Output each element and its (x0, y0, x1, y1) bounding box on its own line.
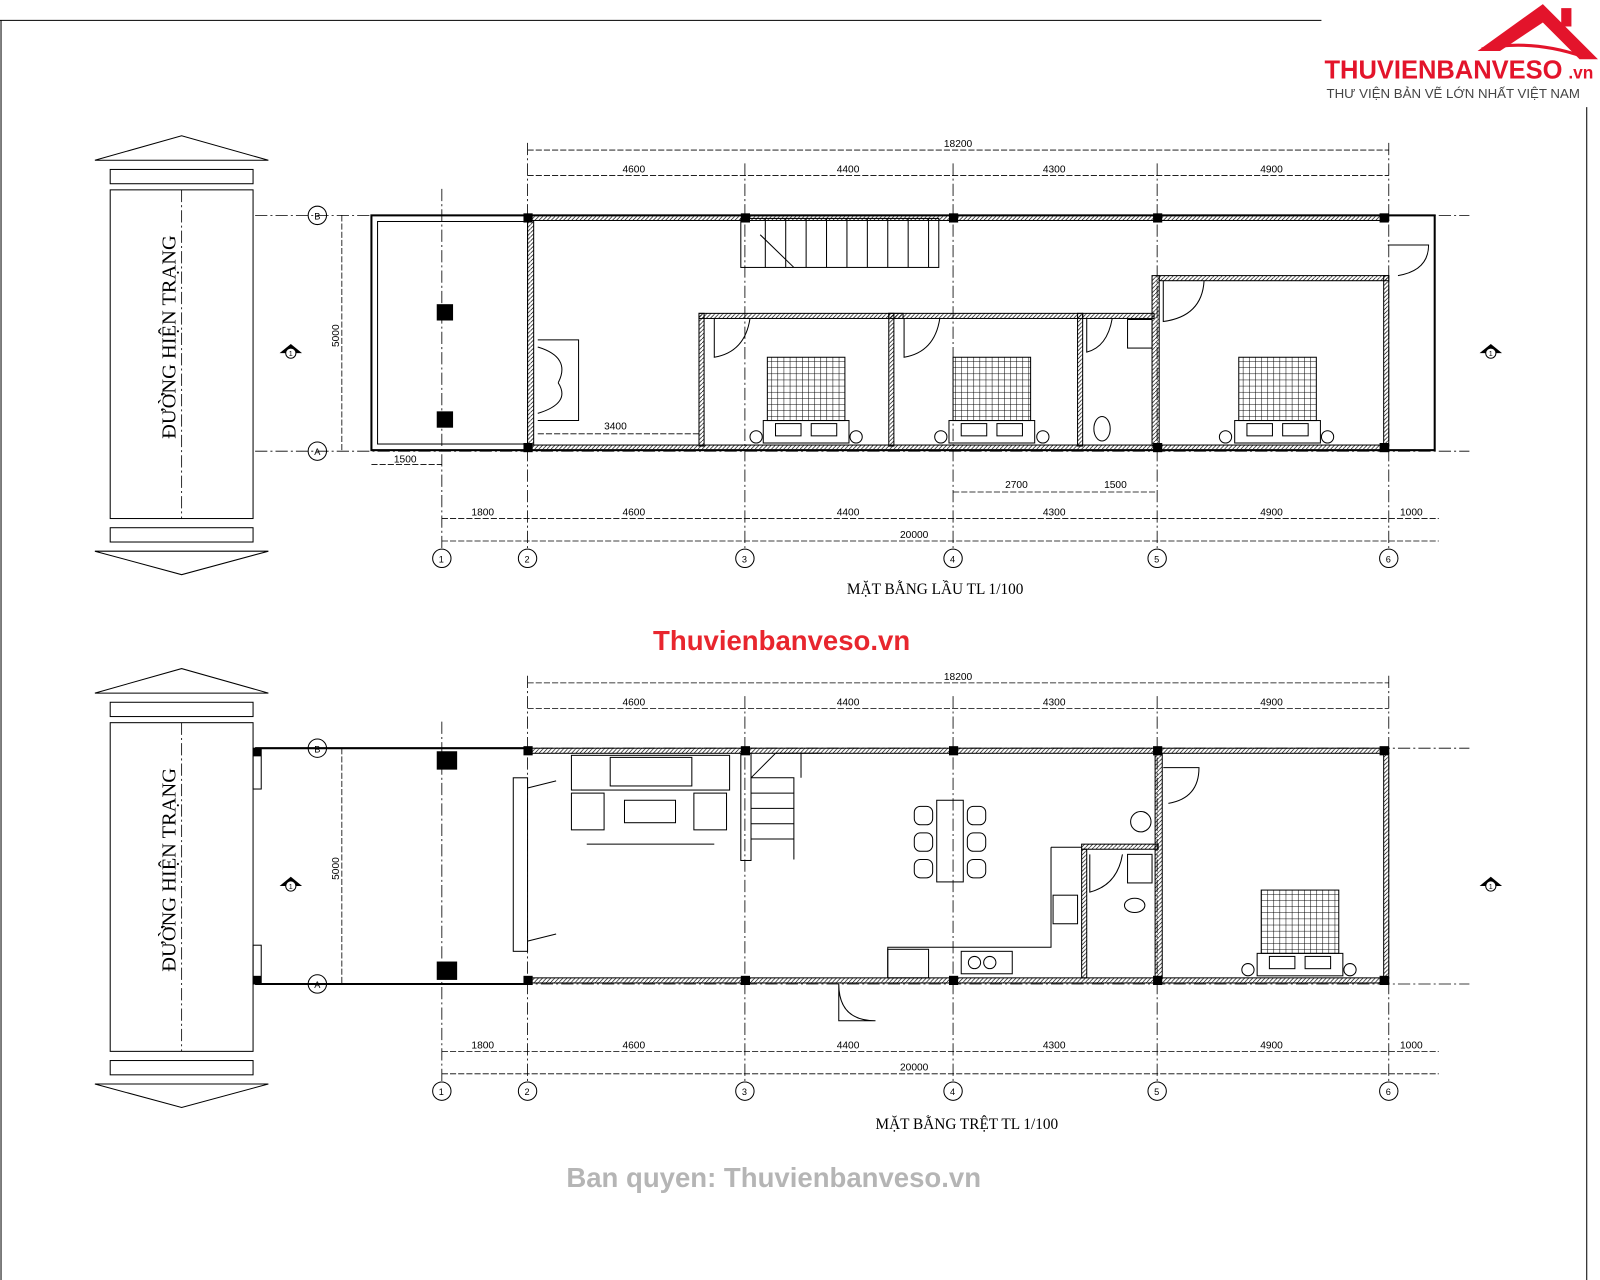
svg-text:1: 1 (1489, 883, 1493, 891)
dim-top: 4900 (1260, 165, 1283, 176)
dimension-lines (341, 682, 1439, 1075)
dim-overall-bottom: 20000 (900, 1063, 929, 1074)
svg-text:5: 5 (1154, 554, 1159, 564)
dim-overall-bottom: 20000 (900, 530, 929, 541)
dim-overall-top: 18200 (944, 139, 973, 150)
front-wall (527, 219, 535, 446)
dim-top: 4300 (1043, 165, 1066, 176)
svg-text:3: 3 (742, 1087, 747, 1097)
staircase (740, 752, 822, 861)
svg-text:A: A (314, 447, 321, 457)
svg-text:B: B (314, 211, 320, 221)
svg-text:6: 6 (1386, 1087, 1391, 1097)
dim-bottom: 4600 (622, 507, 645, 518)
dimension-lines (341, 149, 1439, 542)
columns (253, 746, 1389, 986)
brand-logo: THUVIENBANVESO .vn THƯ VIỆN BẢN VẼ LỚN N… (1324, 4, 1598, 101)
dim-top: 4400 (837, 697, 860, 708)
svg-text:1: 1 (439, 1087, 444, 1097)
dim-bottom: 4300 (1043, 1040, 1066, 1051)
dim-extra: 2700 (1005, 480, 1028, 491)
wc-wall (1081, 843, 1159, 850)
logo-brand: THUVIENBANVESO (1324, 57, 1562, 85)
svg-text:1: 1 (1489, 350, 1493, 358)
dim-bottom: 1000 (1400, 507, 1423, 518)
dim-top: 4600 (622, 697, 645, 708)
dim-bottom: 4400 (837, 1040, 860, 1051)
dim-extra: 1500 (394, 454, 417, 465)
bed (934, 356, 1050, 444)
toilet-fixtures (1123, 810, 1153, 914)
existing-road: ĐƯỜNG HIỆN TRẠNG (94, 135, 269, 576)
existing-road: ĐƯỜNG HIỆN TRẠNG (94, 668, 269, 1109)
upper-floor-plan: ĐƯỜNG HIỆN TRẠNG (94, 135, 1503, 598)
svg-text:5: 5 (1154, 1087, 1159, 1097)
doors (527, 767, 1200, 1022)
dim-top: 4400 (837, 165, 860, 176)
dim-depth: 5000 (331, 857, 342, 880)
dim-bottom: 1000 (1400, 1040, 1423, 1051)
ground-floor-plan: ĐƯỜNG HIỆN TRẠNG (94, 668, 1503, 1133)
columns (436, 213, 1389, 453)
porch-edge (255, 747, 528, 986)
grid-axes (255, 142, 1470, 552)
toilet-fixtures (1093, 318, 1153, 442)
axis-bubbles: 1 2 3 4 5 6 B A (307, 205, 1399, 569)
bed (749, 356, 863, 444)
svg-text:4: 4 (950, 554, 955, 564)
dim-top: 4300 (1043, 697, 1066, 708)
dining-table (913, 799, 987, 883)
wc-wall (1081, 848, 1088, 979)
house-roof-icon (1477, 4, 1598, 60)
dim-top: 4900 (1260, 697, 1283, 708)
interior-walls (698, 275, 1390, 447)
front-glass-door (512, 777, 529, 952)
grid-axes (255, 675, 1470, 1085)
dim-depth: 5000 (331, 324, 342, 347)
balcony (377, 220, 529, 445)
dim-bottom: 4900 (1260, 507, 1283, 518)
dim-bottom: 4900 (1260, 1040, 1283, 1051)
kitchen-counter (887, 846, 1082, 979)
plan-title: MẶT BẰNG TRỆT TL 1/100 (876, 1116, 1059, 1133)
dim-extra: 1500 (1104, 480, 1127, 491)
svg-text:1: 1 (289, 883, 293, 891)
svg-text:B: B (314, 744, 320, 754)
doors (537, 244, 1430, 422)
road-label: ĐƯỜNG HIỆN TRẠNG (157, 768, 181, 972)
axis-bubbles: 1 2 3 4 5 6 B A (307, 738, 1399, 1101)
dim-bottom: 1800 (471, 507, 494, 518)
logo-suffix: .vn (1568, 63, 1593, 83)
dim-extra: 3400 (604, 422, 627, 433)
bed (1218, 356, 1335, 444)
road-label: ĐƯỜNG HIỆN TRẠNG (157, 235, 181, 439)
svg-text:1: 1 (439, 554, 444, 564)
svg-text:3: 3 (742, 554, 747, 564)
dim-bottom: 4400 (837, 507, 860, 518)
dim-top: 4600 (622, 165, 645, 176)
wall-bottom (527, 444, 1390, 451)
dim-bottom: 1800 (471, 1040, 494, 1051)
svg-text:4: 4 (950, 1087, 955, 1097)
svg-text:2: 2 (524, 1087, 529, 1097)
section-marker: 1 1 (279, 876, 1503, 892)
svg-text:1: 1 (289, 350, 293, 358)
copyright-notice: Ban quyen: Thuvienbanveso.vn (566, 1162, 981, 1193)
sofa-set (570, 754, 731, 845)
svg-text:6: 6 (1386, 554, 1391, 564)
rear-wall (1383, 752, 1390, 979)
dim-overall-top: 18200 (944, 672, 973, 683)
bed (1241, 889, 1357, 977)
staircase (740, 217, 940, 268)
plan-title: MẶT BẰNG LẦU TL 1/100 (847, 581, 1024, 598)
svg-text:A: A (314, 980, 321, 990)
dim-bottom: 4600 (622, 1040, 645, 1051)
watermark: Thuvienbanveso.vn (653, 625, 910, 656)
svg-text:2: 2 (524, 554, 529, 564)
dim-bottom: 4300 (1043, 507, 1066, 518)
section-marker: 1 1 (279, 343, 1503, 359)
bedroom-wall (1154, 752, 1163, 979)
logo-tagline: THƯ VIỆN BẢN VẼ LỚN NHẤT VIỆT NAM (1327, 86, 1580, 101)
